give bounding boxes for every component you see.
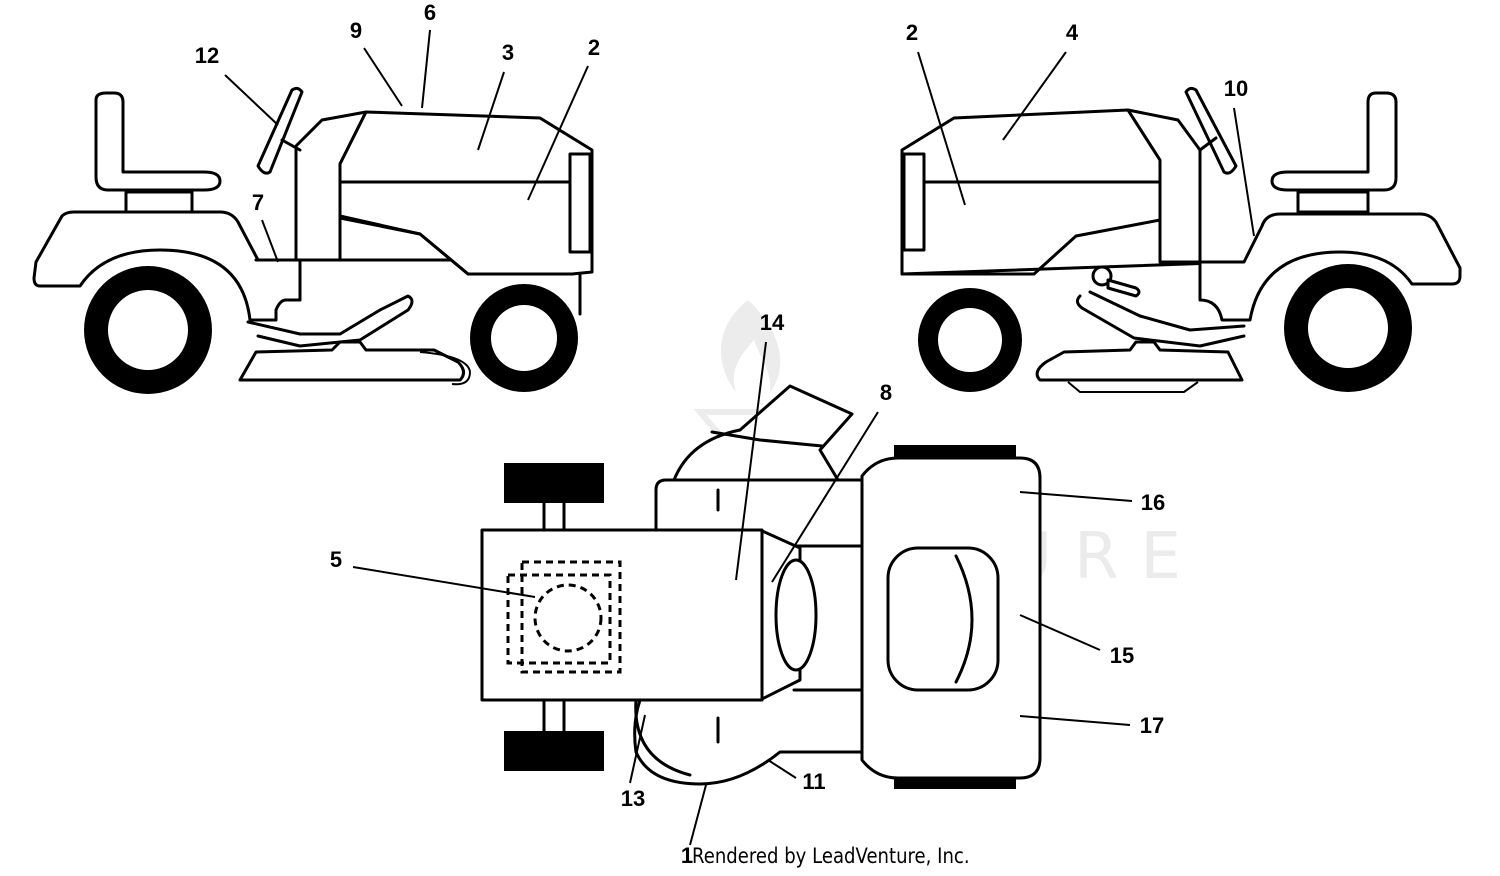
deck-chute xyxy=(419,351,472,386)
frame xyxy=(900,260,1246,276)
tractor-left-side-view xyxy=(32,86,594,394)
credit-text: Rendered by LeadVenture, Inc. xyxy=(692,844,970,868)
callout-leader-14 xyxy=(735,341,767,581)
callout-leader-2 xyxy=(917,51,966,206)
seat-back xyxy=(94,91,222,192)
steering-shaft xyxy=(280,138,302,152)
callout-leader-11 xyxy=(767,759,797,779)
callout-label-8: 8 xyxy=(880,380,892,405)
steering-shaft xyxy=(1198,136,1218,152)
front-grille xyxy=(568,152,592,254)
front-wheel-hub xyxy=(938,308,1002,372)
callout-label-4: 4 xyxy=(1066,20,1079,45)
callout-label-9: 9 xyxy=(350,18,362,43)
callout-leader-17 xyxy=(1019,715,1131,726)
rear-fender xyxy=(1198,212,1462,322)
callout-label-16: 16 xyxy=(1141,490,1165,515)
tractor-right-side-view xyxy=(900,86,1462,393)
running-board xyxy=(1075,294,1246,348)
callout-leader-12 xyxy=(224,74,279,126)
lift-lever xyxy=(1106,278,1141,298)
callout-leader-4 xyxy=(1002,51,1067,141)
chute-line xyxy=(710,430,824,448)
callout-leader-5 xyxy=(352,566,536,598)
hood xyxy=(338,110,594,276)
seat-back-curve xyxy=(954,554,974,684)
callout-label-1: 1 xyxy=(681,843,693,868)
callout-leader-1 xyxy=(689,784,707,846)
deck-underside xyxy=(1067,381,1199,393)
front-axle-top xyxy=(542,501,566,532)
callout-leader-8 xyxy=(771,411,879,583)
seat-back xyxy=(1270,91,1398,192)
callout-label-5: 5 xyxy=(330,547,342,572)
engine-outline-inner xyxy=(520,560,622,674)
callout-label-3: 3 xyxy=(502,40,514,65)
callout-label-6: 6 xyxy=(424,0,436,25)
rear-wheel-hub xyxy=(108,290,188,370)
hood-side-line xyxy=(338,214,470,276)
front-wheel-bottom xyxy=(504,731,604,771)
callout-leader-6 xyxy=(421,29,431,109)
mower-deck xyxy=(1035,340,1244,382)
seat-base xyxy=(124,190,194,214)
tractor-top-view xyxy=(480,384,1042,789)
flame-watermark-icon xyxy=(720,300,781,392)
callout-leader-10 xyxy=(1233,107,1255,237)
front-axle-bottom xyxy=(542,700,566,733)
front-wheel-top xyxy=(504,463,604,503)
running-board xyxy=(246,294,414,348)
discharge-chute xyxy=(672,384,854,482)
callout-label-15: 15 xyxy=(1110,643,1134,668)
seat-top xyxy=(886,546,1000,692)
callout-label-2: 2 xyxy=(588,35,600,60)
rear-wheel-hub xyxy=(1308,288,1388,368)
callout-label-12: 12 xyxy=(195,43,219,68)
callout-leader-3 xyxy=(477,71,505,151)
callout-label-7: 7 xyxy=(252,190,264,215)
callout-label-14: 14 xyxy=(760,310,785,335)
front-grille xyxy=(902,152,926,252)
steering-wheel xyxy=(1184,86,1238,175)
callout-label-2: 2 xyxy=(906,20,918,45)
callout-leader-2 xyxy=(527,65,589,201)
hood-body xyxy=(480,528,764,702)
steering-wheel xyxy=(256,86,304,175)
rear-fender xyxy=(32,210,302,322)
callout-leader-9 xyxy=(363,47,403,107)
hood xyxy=(900,108,1162,276)
engine-flywheel xyxy=(533,583,603,653)
callout-leader-13 xyxy=(629,714,646,784)
callout-label-17: 17 xyxy=(1140,713,1164,738)
callout-label-11: 11 xyxy=(802,769,825,794)
engine-outline xyxy=(506,573,612,665)
seat-base xyxy=(1296,190,1370,214)
front-wheel-hub xyxy=(491,305,557,371)
body-connector xyxy=(792,544,864,692)
steering-wheel-top xyxy=(774,558,818,672)
running-board-line xyxy=(1088,290,1246,332)
mower-deck xyxy=(238,340,465,382)
callout-label-13: 13 xyxy=(621,786,645,811)
callout-leader-7 xyxy=(261,219,279,263)
callout-leader-16 xyxy=(1019,491,1133,502)
deck-curve xyxy=(634,698,692,777)
callout-label-10: 10 xyxy=(1224,76,1248,101)
callout-leader-15 xyxy=(1019,614,1101,651)
